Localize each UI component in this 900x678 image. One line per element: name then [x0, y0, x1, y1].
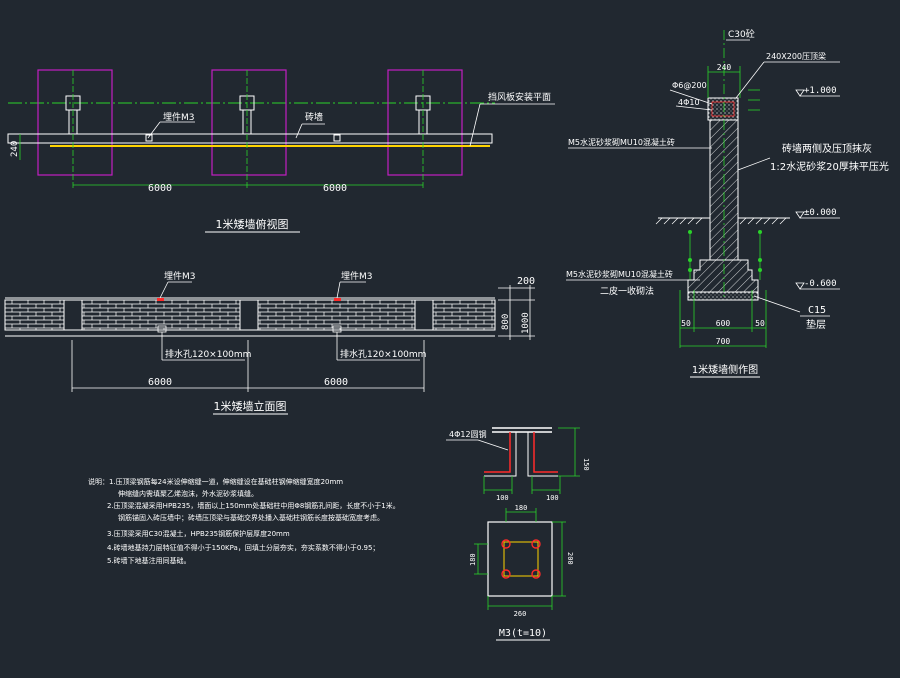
note-line-4: 钢筋锚固入砖压墙中；砖墙压顶梁与基础交界处播入基础柱钢筋长度按基础宽度考虑。	[118, 513, 384, 522]
section-ring-beam	[707, 97, 739, 121]
plan-dim-side: 240	[10, 141, 20, 157]
plan-zone-box	[387, 69, 463, 176]
section-mortar-upper: M5水泥砂浆砌MU10混凝土砖	[568, 137, 675, 147]
plan-dim-left: 6000	[148, 183, 172, 194]
plan-label-wall: 砖墙	[305, 111, 323, 123]
section-concrete: C30砼	[728, 28, 755, 40]
section-main-bar: 4Φ10	[678, 98, 700, 107]
section-level-top: +1.000	[804, 86, 837, 96]
embed-dim-side: 180	[469, 553, 477, 566]
embed-dim-top: 180	[515, 504, 528, 512]
embed-dim-plate-h: 200	[566, 552, 574, 565]
elevation-drain-2: 排水孔120×100mm	[340, 348, 426, 360]
elevation-title: 1米矮墙立面图	[214, 399, 287, 413]
embed-rebar-dot	[501, 539, 511, 549]
elevation-dim-left: 6000	[148, 377, 172, 388]
section-mortar-lower: M5水泥砂浆砌MU10混凝土砖	[566, 269, 673, 279]
embed-caption: M3(t=10)	[499, 628, 547, 639]
embed-dim-height: 150	[582, 458, 590, 471]
note-line-7: 5.砖墙下地基注用同基础。	[107, 556, 191, 565]
section-step-note: 二皮一收砌法	[600, 285, 654, 297]
elevation-dim-right: 6000	[324, 377, 348, 388]
plan-joint	[333, 134, 341, 142]
elevation-dim-800: 800	[501, 314, 511, 330]
embed-rebar-box	[503, 541, 539, 577]
note-line-3: 2.压顶梁混凝采用HPB235，墙面以上150mm处基础柱中用Φ8钢筋孔间距，长…	[107, 501, 400, 510]
section-c15: C15	[808, 305, 826, 316]
elevation-embed-2: 埋件M3	[341, 270, 373, 282]
plan-label-embed: 埋件M3	[163, 111, 195, 123]
plan-view: 6000 6000 240 埋件M3 砖墙 挡风板安装平面 1米矮墙俯视图	[7, 69, 555, 233]
plan-zone-box	[211, 69, 287, 176]
elevation-view: 埋件M3 埋件M3 排水孔120×100mm 排水孔120×100mm 6000…	[4, 270, 535, 415]
section-ring-beam-label: 240X200压顶梁	[766, 52, 826, 61]
plan-title: 1米矮墙俯视图	[216, 217, 289, 231]
embed-detail: 4Φ12圆钢 100 100 150	[446, 427, 590, 641]
embed-dim-right: 100	[546, 494, 559, 502]
elevation-dim-1000: 1000	[521, 312, 531, 334]
note-line-6: 4.砖墙地基持力层特征值不得小于150KPa，回填土分层夯实，夯实系数不得小于0…	[107, 543, 379, 552]
section-plaster-2: 1:2水泥砂浆20厚抹平压光	[770, 160, 889, 173]
section-level-bottom: -0.600	[804, 279, 837, 289]
section-stirrup: Φ6@200	[672, 81, 707, 90]
section-dim-right-pad: 50	[755, 319, 765, 328]
note-line-5: 3.压顶梁采用C30混凝土，HPB235钢筋保护层厚度20mm	[107, 529, 290, 538]
notes: 说明：1.压顶梁钢筋每24米设伸缩缝一道，伸缩缝设在基础柱钢伸缩缝宽度20mm …	[88, 477, 400, 565]
elevation-embed-1: 埋件M3	[164, 270, 196, 282]
section-pad	[687, 291, 759, 301]
section-footing	[687, 259, 759, 293]
embed-dim-plate-w: 260	[514, 610, 527, 618]
note-line-1: 说明：1.压顶梁钢筋每24米设伸缩缝一道，伸缩缝设在基础柱钢伸缩缝宽度20mm	[88, 477, 343, 486]
plan-label-panel: 挡风板安装平面	[488, 91, 551, 103]
embed-rebar-dot	[501, 569, 511, 579]
plan-zone-box	[37, 69, 113, 176]
section-plaster-1: 砖墙两侧及压顶抹灰	[782, 142, 872, 155]
plan-wall-strip	[7, 133, 493, 144]
note-line-2: 伸缩缝内需填聚乙烯泡沫，外水泥砂浆填缝。	[118, 489, 258, 498]
section-level-zero: ±0.000	[804, 208, 837, 218]
section-dim-bottom: 700	[716, 337, 731, 346]
embed-rebar-dot	[531, 539, 541, 549]
plan-joint	[145, 134, 153, 142]
embed-rebar-dot	[531, 569, 541, 579]
section-view: 240 50 600 50 700 C30砼 240X200压顶梁 Φ6@200…	[566, 28, 889, 378]
embed-dim-left: 100	[496, 494, 509, 502]
section-pad-label: 垫层	[806, 318, 826, 331]
elevation-dim-top: 200	[517, 276, 535, 287]
embed-plate	[487, 521, 553, 597]
elevation-drain-1: 排水孔120×100mm	[165, 348, 251, 360]
section-title: 1米矮墙侧作图	[692, 363, 758, 376]
embed-rebar-label: 4Φ12圆钢	[449, 429, 487, 439]
section-dim-mid: 600	[716, 319, 731, 328]
plan-dim-right: 6000	[323, 183, 347, 194]
section-dim-left-pad: 50	[681, 319, 691, 328]
section-dim-top: 240	[717, 63, 732, 72]
